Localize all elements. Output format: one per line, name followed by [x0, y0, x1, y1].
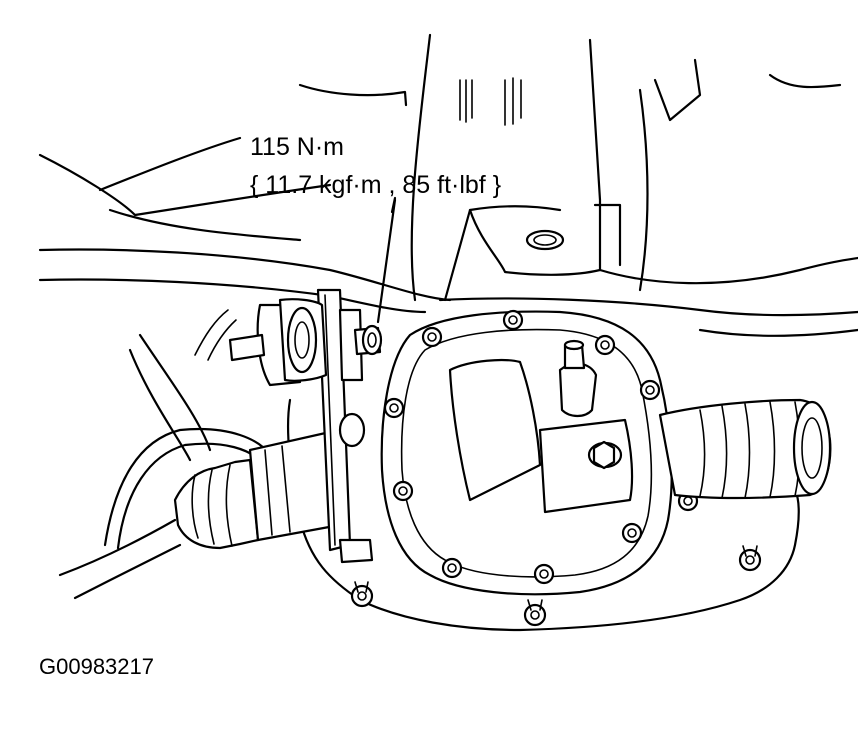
left-drive-shaft — [58, 428, 342, 600]
cover-bolts — [350, 309, 762, 627]
right-axle-tube — [658, 398, 832, 500]
torque-value-alternate-units: { 11.7 kgf·m , 85 ft·lbf } — [250, 171, 502, 199]
torque-value-metric: 115 N·m — [250, 133, 345, 161]
figure-identifier: G00983217 — [39, 654, 154, 679]
differential-cover — [380, 310, 673, 596]
vehicle-frame — [38, 33, 858, 337]
torque-leader-line — [390, 196, 397, 214]
left-mount-bracket — [194, 198, 397, 564]
